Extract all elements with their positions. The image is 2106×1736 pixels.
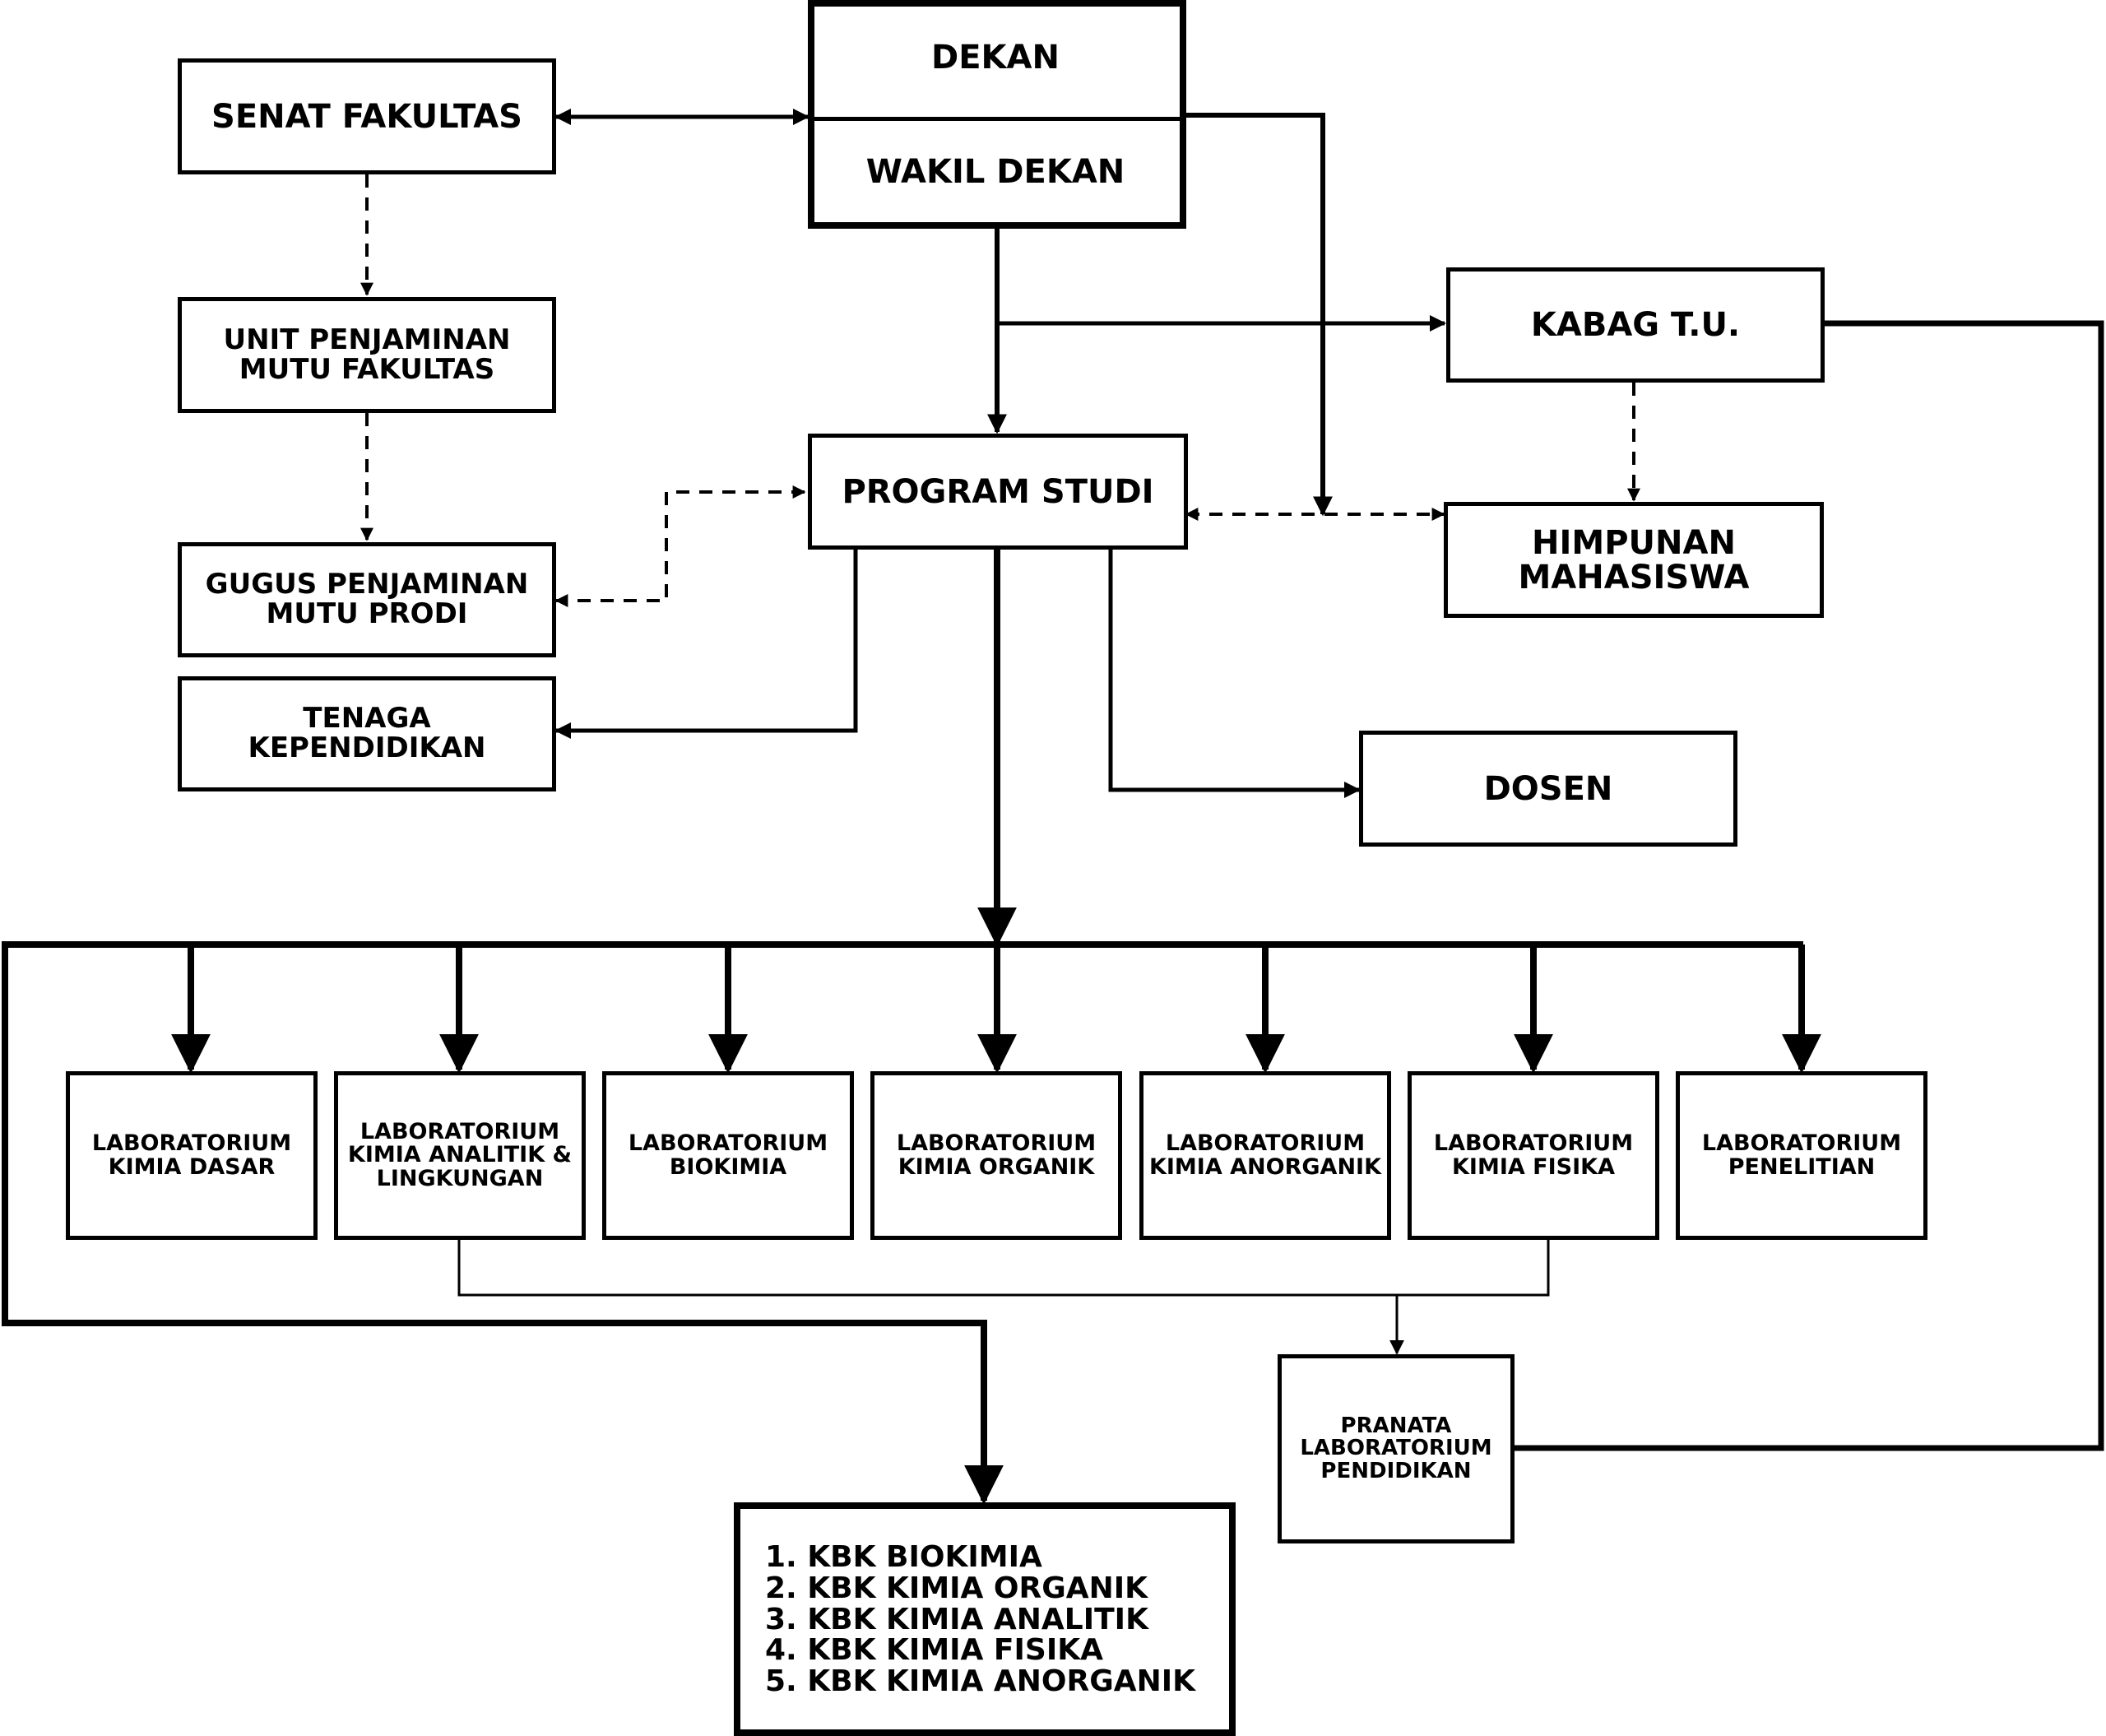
prodi-tenaga-connector: [554, 550, 858, 739]
senat-fakultas-box: SENAT FAKULTAS: [178, 58, 556, 174]
dekan-himpunan-connector: [1183, 113, 1333, 517]
lab-label: LABORATORIUM KIMIA ANALITIK & LINGKUNGAN: [347, 1118, 573, 1191]
unit-penjaminan-label: UNIT PENJAMINAN MUTU FAKULTAS: [223, 323, 511, 386]
kbk-item: 3. KBK KIMIA ANALITIK: [765, 1602, 1148, 1636]
dekan-box: [808, 0, 1186, 229]
gugus-penjaminan-label: GUGUS PENJAMINAN MUTU PRODI: [205, 568, 529, 630]
kbk-item: 1. KBK BIOKIMIA: [765, 1540, 1042, 1574]
lab-label: LABORATORIUM KIMIA ORGANIK: [896, 1130, 1097, 1180]
dosen-label: DOSEN: [1483, 769, 1613, 808]
himpunan-box: HIMPUNAN MAHASISWA: [1444, 502, 1824, 618]
program-studi-box: PROGRAM STUDI: [808, 434, 1188, 550]
dekan-label: DEKAN: [931, 39, 1060, 77]
wakil-dekan-label: WAKIL DEKAN: [865, 153, 1125, 191]
dekan-divider: [814, 117, 1180, 121]
tenaga-label: TENAGA KEPENDIDIKAN: [248, 702, 486, 764]
kbk-box: 1. KBK BIOKIMIA 2. KBK KIMIA ORGANIK 3. …: [734, 1502, 1236, 1736]
lab-bus-line: [2, 941, 1803, 1505]
program-studi-label: PROGRAM STUDI: [842, 472, 1154, 511]
lab-box: LABORATORIUM KIMIA DASAR: [66, 1071, 318, 1240]
labs-pranata-connector: [457, 1239, 1550, 1297]
lab-label: LABORATORIUM KIMIA ANORGANIK: [1148, 1130, 1382, 1180]
unit-penjaminan-box: UNIT PENJAMINAN MUTU FAKULTAS: [178, 297, 556, 413]
lab-label: LABORATORIUM KIMIA DASAR: [91, 1130, 292, 1180]
kabag-tu-box: KABAG T.U.: [1446, 267, 1825, 383]
gugus-penjaminan-box: GUGUS PENJAMINAN MUTU PRODI: [178, 542, 556, 657]
prodi-gugus-connector: [554, 485, 806, 607]
kabag-tu-label: KABAG T.U.: [1530, 306, 1741, 344]
lab-label: LABORATORIUM KIMIA FISIKA: [1433, 1130, 1634, 1180]
lab-box: LABORATORIUM KIMIA ORGANIK: [870, 1071, 1122, 1240]
prodi-dosen-connector: [1108, 550, 1361, 798]
lab-box: LABORATORIUM KIMIA ANALITIK & LINGKUNGAN: [334, 1071, 586, 1240]
lab-box: LABORATORIUM KIMIA ANORGANIK: [1139, 1071, 1391, 1240]
kbk-item: 5. KBK KIMIA ANORGANIK: [765, 1664, 1196, 1699]
lab-label: LABORATORIUM BIOKIMIA: [628, 1130, 828, 1180]
kbk-list: 1. KBK BIOKIMIA 2. KBK KIMIA ORGANIK 3. …: [765, 1542, 1195, 1697]
himpunan-label: HIMPUNAN MAHASISWA: [1518, 523, 1750, 596]
kbk-item: 2. KBK KIMIA ORGANIK: [765, 1571, 1148, 1605]
kabag-pranata-connector: [1514, 320, 2104, 1451]
dosen-box: DOSEN: [1359, 731, 1737, 847]
lab-box: LABORATORIUM KIMIA FISIKA: [1408, 1071, 1659, 1240]
pranata-label: PRANATA LABORATORIUM PENDIDIKAN: [1300, 1413, 1492, 1483]
tenaga-box: TENAGA KEPENDIDIKAN: [178, 676, 556, 791]
kbk-item: 4. KBK KIMIA FISIKA: [765, 1633, 1103, 1668]
senat-label: SENAT FAKULTAS: [211, 97, 522, 136]
lab-box: LABORATORIUM BIOKIMIA: [602, 1071, 854, 1240]
lab-box: LABORATORIUM PENELITIAN: [1676, 1071, 1927, 1240]
pranata-box: PRANATA LABORATORIUM PENDIDIKAN: [1278, 1354, 1515, 1543]
lab-label: LABORATORIUM PENELITIAN: [1701, 1130, 1902, 1180]
